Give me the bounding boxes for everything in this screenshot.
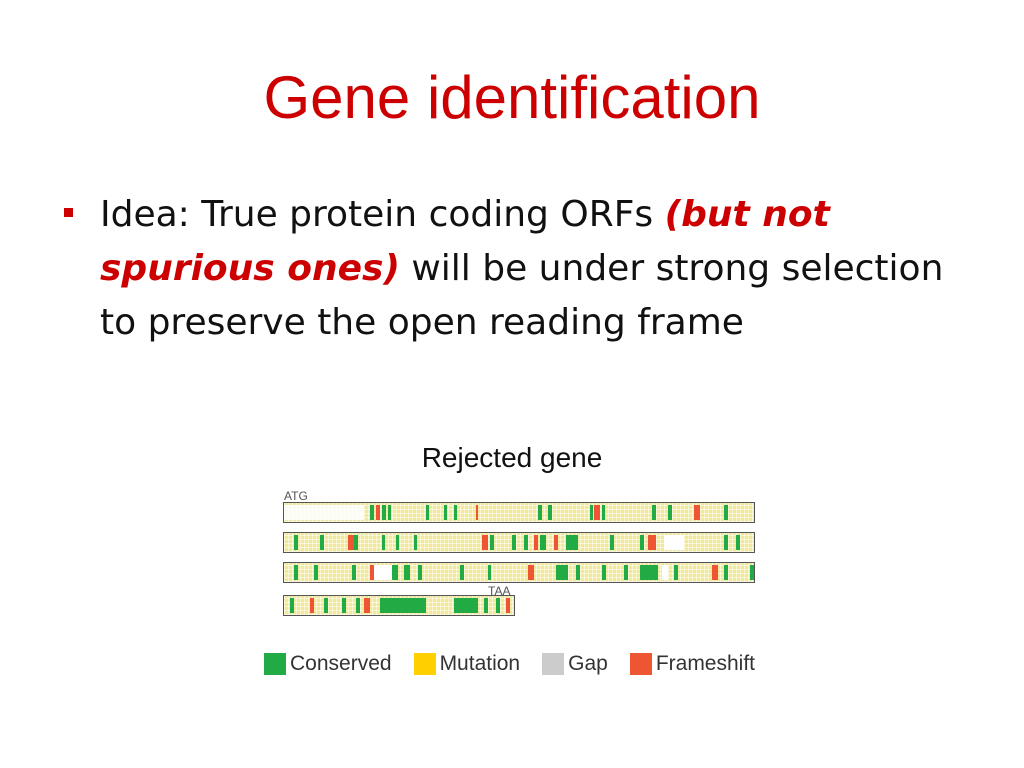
alignment-mark xyxy=(376,505,380,520)
bullet-text-part2: will be under strong selection to preser… xyxy=(100,248,944,343)
alignment-mark xyxy=(352,565,356,580)
alignment-mark xyxy=(364,598,370,613)
bullet-item: Idea: True protein coding ORFs (but not s… xyxy=(64,188,944,350)
slide-title: Gene identification xyxy=(263,64,761,131)
alignment-mark xyxy=(624,565,628,580)
alignment-mark xyxy=(342,598,346,613)
start-codon-label: ATG xyxy=(284,489,308,503)
alignment-mark xyxy=(724,535,728,550)
alignment-mark xyxy=(538,505,542,520)
alignment-row-2 xyxy=(283,532,755,553)
alignment-row-1 xyxy=(283,502,755,523)
alignment-mark xyxy=(476,505,478,520)
alignment-mark xyxy=(314,565,318,580)
legend-item-frameshift: Frameshift xyxy=(629,652,755,676)
bullet-text: Idea: True protein coding ORFs (but not s… xyxy=(100,188,944,350)
alignment-mark xyxy=(524,535,528,550)
alignment-mark xyxy=(444,505,447,520)
alignment-mark xyxy=(724,505,728,520)
conserved-swatch-icon xyxy=(264,653,286,675)
alignment-mark xyxy=(396,535,399,550)
alignment-mark xyxy=(664,535,684,550)
mutation-swatch-icon xyxy=(413,653,436,675)
alignment-mark xyxy=(640,565,658,580)
alignment-mark xyxy=(590,505,593,520)
figure-legend: Conserved Mutation Gap Frameshift xyxy=(264,652,777,676)
alignment-mark xyxy=(370,565,374,580)
alignment-mark xyxy=(374,565,392,580)
alignment-mark xyxy=(418,565,422,580)
alignment-mark xyxy=(488,565,491,580)
alignment-mark xyxy=(724,565,728,580)
alignment-mark xyxy=(294,535,298,550)
alignment-mark xyxy=(736,535,740,550)
alignment-mark xyxy=(528,565,534,580)
alignment-mark xyxy=(294,565,298,580)
alignment-mark xyxy=(566,535,578,550)
legend-label-gap: Gap xyxy=(568,652,608,675)
alignment-mark xyxy=(712,565,718,580)
alignment-mark xyxy=(414,535,417,550)
alignment-row-4 xyxy=(283,595,515,616)
alignment-mark xyxy=(290,598,294,613)
alignment-mark xyxy=(382,535,385,550)
alignment-mark xyxy=(310,598,314,613)
alignment-mark xyxy=(320,535,324,550)
alignment-mark xyxy=(348,535,354,550)
alignment-mark xyxy=(454,505,457,520)
alignment-mark xyxy=(380,598,426,613)
alignment-mark xyxy=(496,598,500,613)
alignment-mark xyxy=(356,598,360,613)
bullet-emphasis-line1: (but not xyxy=(664,194,830,235)
alignment-mark xyxy=(674,565,678,580)
alignment-mark xyxy=(648,535,656,550)
alignment-mark xyxy=(576,565,580,580)
alignment-mark xyxy=(556,565,568,580)
alignment-mark xyxy=(640,535,644,550)
bullet-text-part1: Idea: True protein coding ORFs xyxy=(100,194,665,235)
alignment-mark xyxy=(602,565,606,580)
alignment-mark xyxy=(370,505,374,520)
legend-item-conserved: Conserved xyxy=(264,652,392,676)
alignment-mark xyxy=(490,535,494,550)
legend-label-frameshift: Frameshift xyxy=(655,652,755,675)
figure-title: Rejected gene xyxy=(421,442,603,473)
alignment-mark xyxy=(512,535,516,550)
gap-swatch-icon xyxy=(542,653,565,675)
alignment-mark xyxy=(540,535,546,550)
alignment-mark xyxy=(454,598,478,613)
alignment-row-3 xyxy=(283,562,755,583)
alignment-mark xyxy=(382,505,386,520)
alignment-mark xyxy=(750,565,754,580)
alignment-mark xyxy=(554,535,558,550)
alignment-mark xyxy=(426,505,429,520)
alignment-mark xyxy=(404,565,410,580)
alignment-mark xyxy=(354,535,358,550)
alignment-mark xyxy=(484,598,488,613)
alignment-mark xyxy=(534,535,538,550)
alignment-mark xyxy=(460,565,464,580)
frameshift-swatch-icon xyxy=(629,653,652,675)
legend-item-mutation: Mutation xyxy=(413,652,521,676)
alignment-mark xyxy=(548,505,552,520)
alignment-mark xyxy=(602,505,605,520)
legend-label-mutation: Mutation xyxy=(439,652,521,675)
alignment-mark xyxy=(284,505,364,520)
alignment-mark xyxy=(694,505,700,520)
alignment-mark xyxy=(388,505,391,520)
alignment-mark xyxy=(610,535,614,550)
alignment-mark xyxy=(668,505,672,520)
bullet-square-icon xyxy=(64,208,73,217)
legend-label-conserved: Conserved xyxy=(290,652,392,675)
alignment-mark xyxy=(392,565,398,580)
alignment-mark xyxy=(324,598,328,613)
alignment-mark xyxy=(652,505,656,520)
legend-item-gap: Gap xyxy=(542,652,608,676)
alignment-mark xyxy=(482,535,488,550)
alignment-mark xyxy=(506,598,510,613)
bullet-emphasis-line2: spurious ones) xyxy=(100,248,400,289)
stop-codon-label: TAA xyxy=(488,584,511,598)
alignment-mark xyxy=(662,565,668,580)
alignment-mark xyxy=(594,505,600,520)
